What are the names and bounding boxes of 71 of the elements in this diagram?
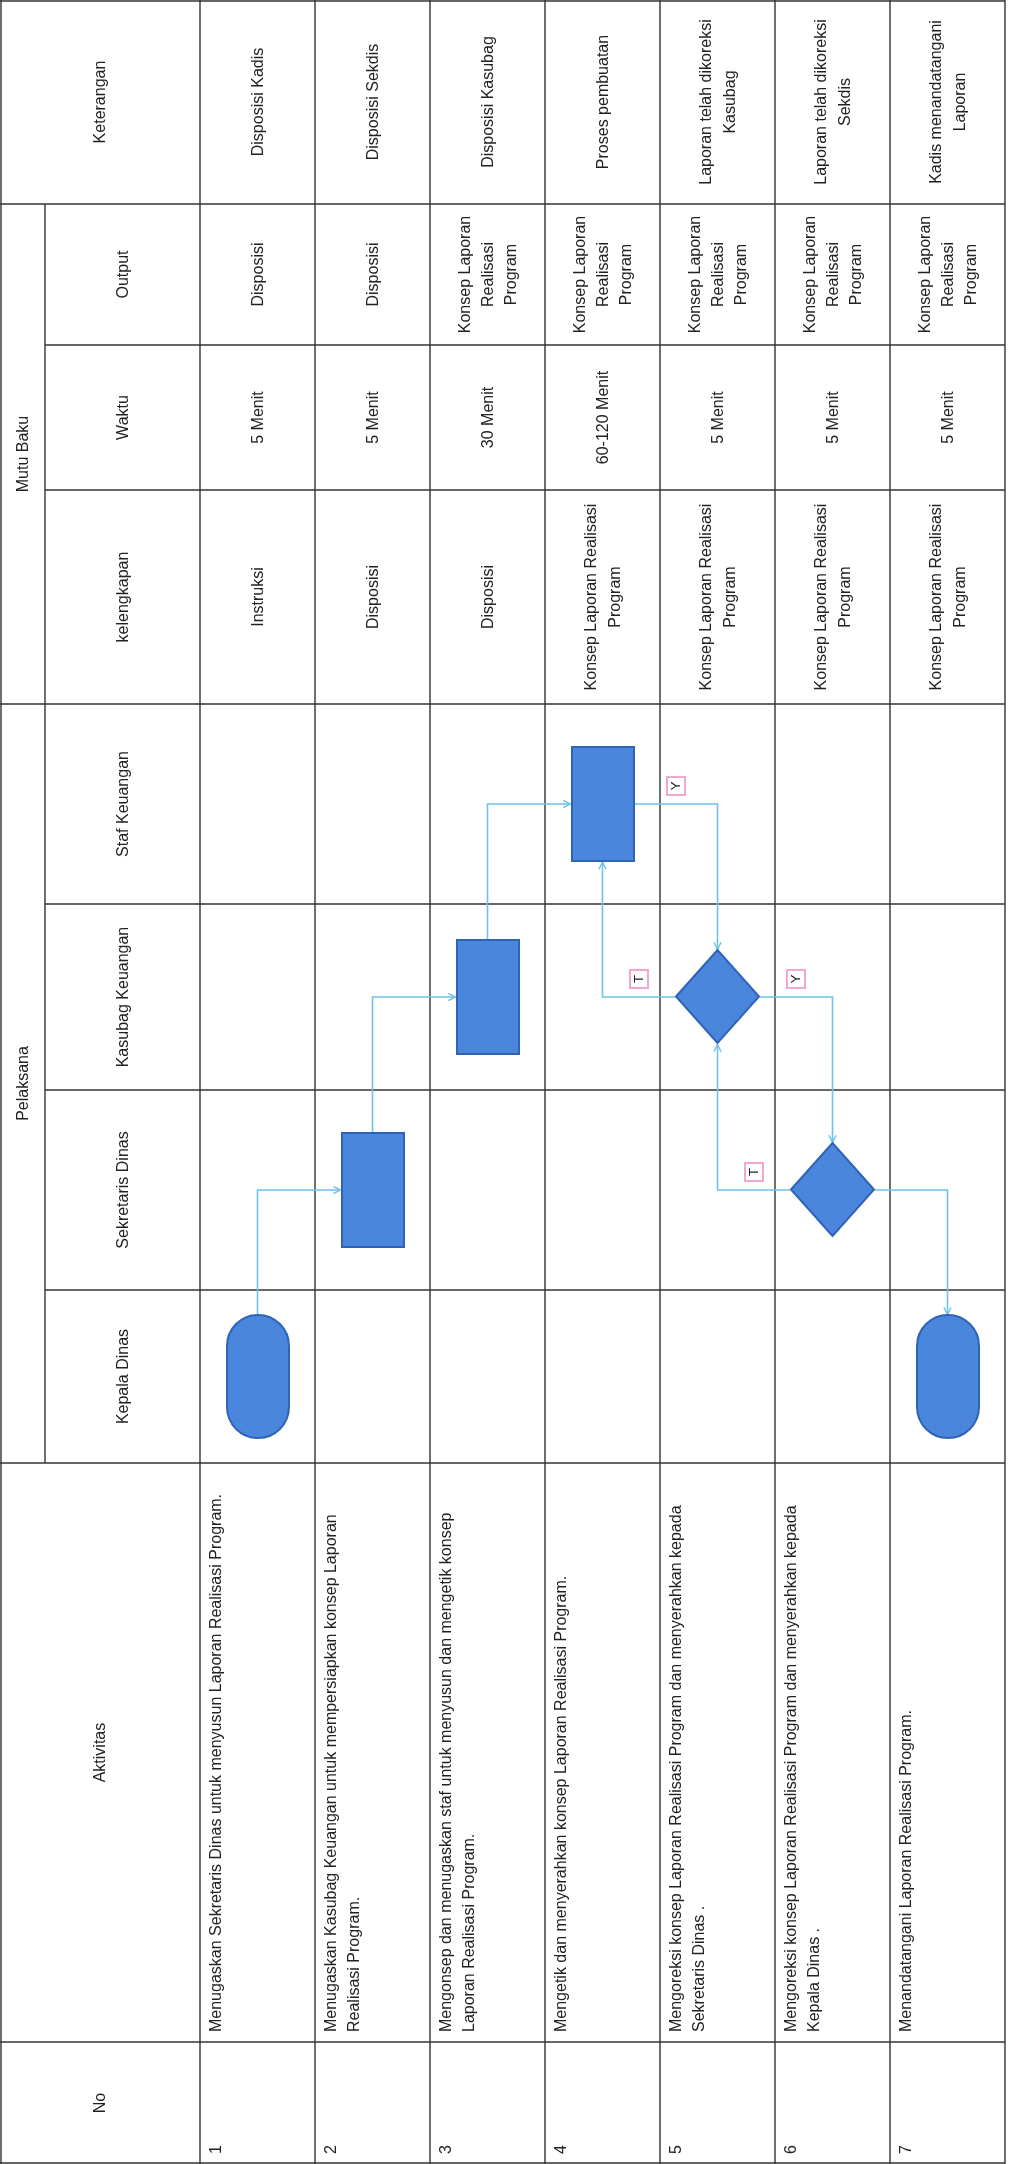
output-text: Konsep Laporan Realisasi Program <box>569 214 636 335</box>
arrow <box>371 992 457 1133</box>
remark-text: Laporan telah dikoreksi Kasubag <box>696 18 739 187</box>
activity-description: Menugaskan Kasubag Keuangan untuk mempersiapkan konsep Laporan Realisasi Program. <box>321 1513 364 2032</box>
output-text: Konsep Laporan Realisasi Program <box>684 214 751 335</box>
output-text: Konsep Laporan Realisasi Program <box>914 214 981 335</box>
duration-text: 5 Menit <box>707 391 727 444</box>
duration-text: 30 Menit <box>477 386 497 449</box>
column-header: Kasubag Keuangan <box>112 926 132 1068</box>
row-number: 7 <box>896 2145 915 2154</box>
arrow <box>713 1043 791 1191</box>
row-number: 2 <box>321 2145 340 2154</box>
edge-label: Y <box>666 776 686 796</box>
requirement-text: Disposisi <box>362 565 382 629</box>
requirement-text: Konsep Laporan Realisasi Program <box>696 502 739 693</box>
arrow <box>486 799 572 940</box>
requirement-text: Konsep Laporan Realisasi Program <box>581 502 624 693</box>
requirement-text: Disposisi <box>477 565 497 629</box>
column-header: Pelaksana <box>12 1046 32 1121</box>
column-header: Keterangan <box>90 60 110 144</box>
output-text: Disposisi <box>247 242 267 307</box>
duration-text: 5 Menit <box>362 391 382 444</box>
column-header: No <box>90 2092 110 2114</box>
output-text: Disposisi <box>362 242 382 307</box>
row-number: 5 <box>666 2145 685 2154</box>
decision-diamond <box>675 949 760 1045</box>
edge-label: Y <box>786 969 807 989</box>
process-box <box>570 746 635 862</box>
arrow <box>256 1185 342 1316</box>
output-text: Konsep Laporan Realisasi Program <box>454 214 521 335</box>
arrow <box>598 861 676 998</box>
activity-description: Menugaskan Sekretaris Dinas untuk menyusun Laporan Realisasi Program. <box>206 1493 225 2032</box>
column-header: kelengkapan <box>112 551 132 643</box>
remark-text: Kadis menandatangani Laporan <box>926 19 969 186</box>
arrow <box>759 996 837 1144</box>
process-box <box>340 1132 405 1248</box>
remark-text: Laporan telah dikoreksi Sekdis <box>811 18 854 187</box>
row-number: 3 <box>436 2145 455 2154</box>
remark-text: Proses pembuatan <box>592 34 612 170</box>
column-header: Output <box>112 250 132 299</box>
duration-text: 5 Menit <box>822 391 842 444</box>
duration-text: 5 Menit <box>937 391 957 444</box>
process-box <box>455 939 520 1055</box>
column-header: Sekretaris Dinas <box>112 1131 132 1249</box>
column-header: Mutu Baku <box>12 415 32 493</box>
activity-description: Mengoreksi konsep Laporan Realisasi Program dan menyerahkan kepada Kepala Dinas . <box>781 1504 824 2032</box>
activity-description: Mengonsep dan menugaskan staf untuk menyusun dan mengetik konsep Laporan Realisasi Program. <box>436 1511 479 2032</box>
arrow <box>633 803 722 951</box>
activity-description: Mengoreksi konsep Laporan Realisasi Program dan menyerahkan kepada Sekretaris Dinas . <box>666 1504 709 2032</box>
arrow <box>874 1189 952 1316</box>
requirement-text: Instruksi <box>247 567 267 627</box>
column-header: Kepala Dinas <box>112 1328 132 1425</box>
column-header: Waktu <box>112 395 132 440</box>
output-text: Konsep Laporan Realisasi Program <box>799 214 866 335</box>
decision-diamond <box>790 1142 875 1238</box>
requirement-text: Konsep Laporan Realisasi Program <box>926 502 969 693</box>
column-header: Staf Keuangan <box>112 751 132 857</box>
remark-text: Disposisi Kadis <box>247 47 267 157</box>
duration-text: 60-120 Menit <box>592 370 612 465</box>
row-number: 6 <box>781 2145 800 2154</box>
activity-description: Mengetik dan menyerahkan konsep Laporan Realisasi Program. <box>551 1575 570 2032</box>
edge-label: T <box>628 969 649 989</box>
row-number: 4 <box>551 2145 570 2154</box>
remark-text: Disposisi Kasubag <box>477 36 497 168</box>
requirement-text: Konsep Laporan Realisasi Program <box>811 502 854 693</box>
column-header: Aktivitas <box>90 1722 110 1783</box>
edge-label: T <box>743 1162 764 1182</box>
row-number: 1 <box>206 2145 225 2154</box>
remark-text: Disposisi Sekdis <box>362 43 382 161</box>
activity-description: Menandatangani Laporan Realisasi Program. <box>896 1710 915 2032</box>
duration-text: 5 Menit <box>247 391 267 444</box>
